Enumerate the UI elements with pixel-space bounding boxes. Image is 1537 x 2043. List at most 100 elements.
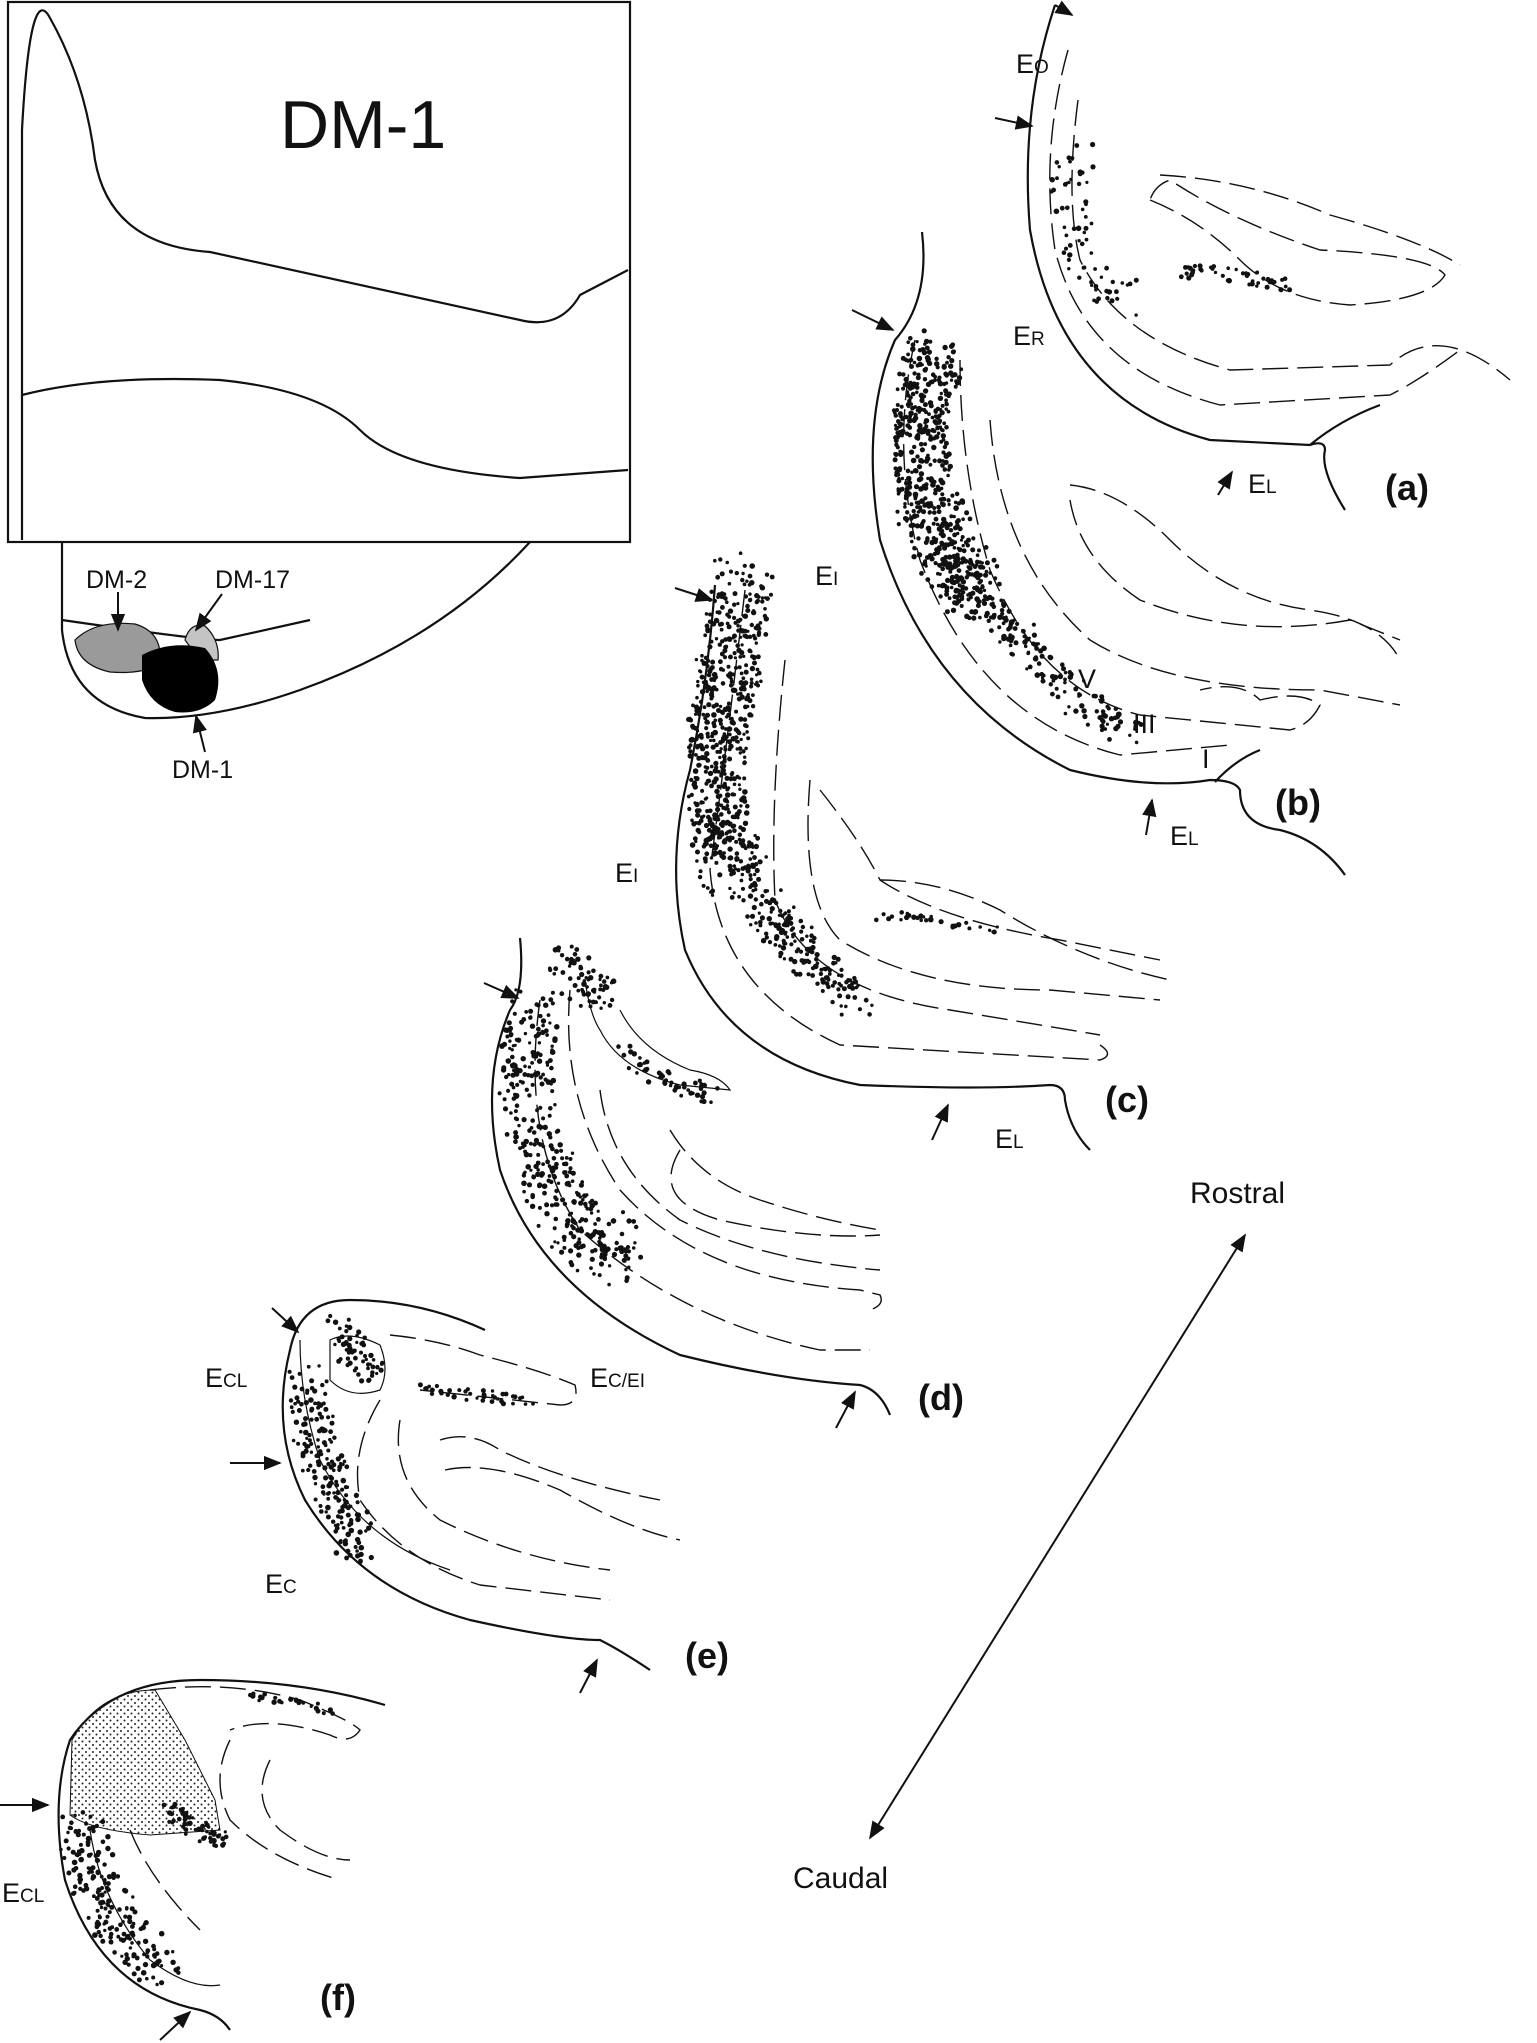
labelled-cell-dot	[90, 1865, 96, 1871]
labelled-cell-dot	[749, 713, 754, 718]
labelled-cell-dot	[844, 1004, 848, 1009]
labelled-cell-dot	[929, 539, 935, 546]
labelled-cell-dot	[944, 401, 949, 406]
labelled-cell-dot	[973, 571, 977, 576]
labelled-cell-dot	[559, 953, 565, 958]
labelled-cell-dot	[201, 1835, 207, 1841]
labelled-cell-dot	[500, 1391, 506, 1397]
labelled-cell-dot	[716, 592, 722, 598]
labelled-cell-dot	[638, 1056, 642, 1060]
labelled-cell-dot	[538, 1075, 543, 1080]
labelled-cell-dot	[1117, 719, 1124, 725]
labelled-cell-dot	[733, 639, 737, 643]
labelled-cell-dot	[619, 1231, 625, 1237]
boundary-arrow	[851, 309, 895, 331]
labelled-cell-dot	[560, 970, 566, 975]
labelled-cell-dot	[714, 637, 719, 641]
labelled-cell-dot	[534, 1002, 539, 1007]
labelled-cell-dot	[337, 1498, 342, 1502]
labelled-cell-dot	[1054, 160, 1060, 165]
labelled-cell-dot	[1071, 226, 1077, 231]
labelled-cell-dot	[309, 1378, 315, 1384]
labelled-cell-dot	[908, 523, 914, 528]
labelled-cell-dot	[514, 1071, 520, 1077]
labelled-cell-dot	[734, 867, 738, 871]
labelled-cell-dot	[722, 838, 728, 844]
labelled-cell-dot	[988, 571, 992, 575]
labelled-cell-dot	[88, 1814, 93, 1819]
labelled-cell-dot	[977, 548, 981, 553]
labelled-cell-dot	[927, 412, 931, 416]
labelled-cell-dot	[356, 1512, 362, 1518]
labelled-cell-dot	[505, 1034, 510, 1039]
labelled-cell-dot	[936, 377, 941, 382]
labelled-cell-dot	[523, 1143, 527, 1148]
labelled-cell-dot	[668, 1083, 673, 1088]
labelled-cell-dot	[1199, 268, 1204, 273]
labelled-cell-dot	[300, 1468, 305, 1473]
labelled-cell-dot	[1061, 250, 1067, 255]
labelled-cell-dot	[1115, 723, 1121, 730]
labelled-cell-dot	[956, 588, 961, 593]
labelled-cell-dot	[66, 1830, 70, 1835]
labelled-cell-dot	[316, 1445, 320, 1449]
labelled-cell-dot	[994, 564, 1000, 569]
labelled-cell-dot	[1102, 713, 1108, 719]
labelled-cell-dot	[371, 1358, 376, 1362]
labelled-cell-dot	[1261, 276, 1266, 281]
labelled-cell-dot	[837, 993, 843, 999]
labelled-cell-dot	[981, 565, 986, 570]
labelled-cell-dot	[92, 1894, 96, 1899]
labelled-cell-dot	[896, 492, 901, 496]
labelled-cell-dot	[568, 1157, 573, 1161]
labelled-cell-dot	[1024, 637, 1029, 642]
labelled-cell-dot	[1067, 674, 1074, 680]
labelled-cell-dot	[673, 1084, 680, 1090]
labelled-cell-dot	[620, 1210, 626, 1215]
labelled-cell-dot	[984, 560, 990, 566]
labelled-cell-dot	[1074, 143, 1080, 148]
labelled-cell-dot	[1240, 271, 1246, 276]
labelled-cell-dot	[518, 989, 523, 994]
labelled-cell-dot	[940, 433, 946, 439]
labelled-cell-dot	[738, 716, 744, 722]
labelled-cell-dot	[109, 1904, 115, 1910]
boundary-arrow	[271, 1307, 300, 1334]
labelled-cell-dot	[737, 837, 742, 842]
labelled-cell-dot	[534, 1054, 539, 1059]
labelled-cell-dot	[718, 721, 723, 726]
labelled-cell-dot	[504, 1132, 510, 1137]
labelled-cell-dot	[718, 822, 724, 827]
labelled-cell-dot	[703, 765, 707, 769]
labelled-cell-dot	[530, 1082, 535, 1087]
labelled-cell-dot	[709, 738, 713, 743]
labelled-cell-dot	[529, 1015, 533, 1019]
labelled-cell-dot	[708, 843, 714, 849]
labelled-cell-dot	[957, 583, 962, 588]
labelled-cell-dot	[744, 746, 748, 751]
labelled-cell-dot	[714, 742, 719, 748]
labelled-cell-dot	[721, 769, 725, 773]
labelled-cell-dot	[1178, 274, 1184, 280]
labelled-cell-dot	[899, 918, 903, 922]
labelled-cell-dot	[898, 414, 902, 418]
labelled-cell-dot	[721, 783, 727, 790]
labelled-cell-dot	[929, 584, 935, 589]
labelled-cell-dot	[923, 559, 928, 564]
labelled-cell-dot	[344, 1324, 349, 1328]
labelled-cell-dot	[341, 1526, 346, 1530]
labelled-cell-dot	[597, 995, 602, 1000]
labelled-cell-dot	[759, 679, 763, 684]
labelled-cell-dot	[579, 971, 585, 978]
labelled-cell-dot	[820, 989, 825, 993]
labelled-cell-dot	[73, 1829, 78, 1834]
labelled-cell-dot	[714, 860, 719, 865]
labelled-cell-dot	[605, 1246, 611, 1252]
labelled-cell-dot	[158, 1930, 165, 1937]
labelled-cell-dot	[541, 1116, 546, 1121]
labelled-cell-dot	[510, 1394, 516, 1399]
labelled-cell-dot	[707, 770, 714, 777]
labelled-cell-dot	[750, 704, 756, 709]
labelled-cell-dot	[355, 1516, 361, 1523]
labelled-cell-dot	[559, 1249, 565, 1255]
